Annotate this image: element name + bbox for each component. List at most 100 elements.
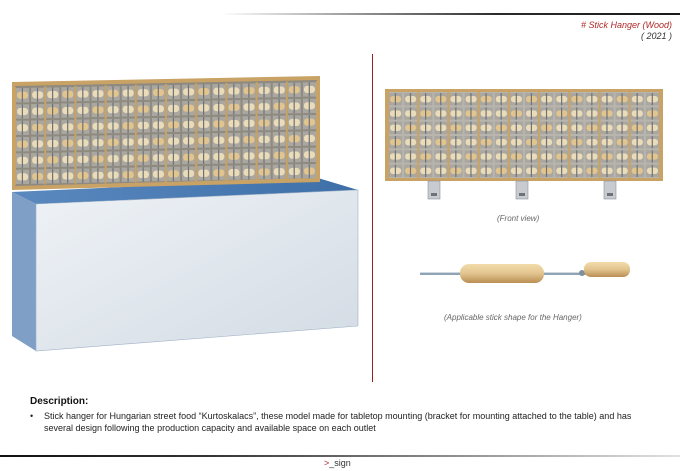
hanger-cell <box>167 85 181 100</box>
hanger-cell <box>419 164 433 177</box>
description-item: • Stick hanger for Hungarian street food… <box>30 410 660 434</box>
hanger-cell <box>464 150 478 163</box>
hanger-cell <box>182 150 196 165</box>
hanger-cell <box>419 107 433 120</box>
hanger-cell <box>136 118 150 133</box>
hanger-cell <box>46 87 60 102</box>
hanger-cell <box>46 103 60 119</box>
hanger-cell <box>106 102 120 117</box>
hanger-cell <box>212 133 226 148</box>
hanger-cell <box>16 169 30 184</box>
hanger-cell <box>182 166 196 181</box>
stick-drawing <box>420 262 630 283</box>
hanger-cell <box>404 121 418 134</box>
hanger-cell <box>167 166 181 181</box>
hanger-cell <box>287 131 301 146</box>
hanger-cell <box>287 98 301 114</box>
stick-roller <box>460 264 544 283</box>
hanger-cell <box>494 136 508 149</box>
hanger-cell <box>91 119 105 134</box>
hanger-cell <box>212 165 226 181</box>
hanger-cell <box>570 136 584 149</box>
hanger-cell <box>121 85 135 101</box>
hanger-cell <box>76 135 90 151</box>
hanger-cell <box>151 150 165 165</box>
table-side-face <box>12 192 36 351</box>
hanger-cell <box>242 83 256 98</box>
hanger-cell <box>151 134 165 149</box>
stick-shape-caption: (Applicable stick shape for the Hanger) <box>444 313 582 322</box>
bracket-3 <box>603 180 617 200</box>
hanger-cell <box>121 102 135 117</box>
hanger-cell <box>227 100 241 115</box>
hanger-cell <box>540 164 554 177</box>
hanger-cell <box>242 148 256 164</box>
hanger-cell <box>555 136 569 149</box>
hanger-cell <box>212 149 226 164</box>
hanger-cell <box>272 164 286 179</box>
hanger-cell <box>91 86 105 101</box>
table-front-face <box>35 189 359 352</box>
hanger-cell <box>570 164 584 177</box>
hanger-cell <box>121 151 135 166</box>
hanger-cell <box>525 93 539 106</box>
hanger-cell <box>585 136 599 149</box>
hanger-cell <box>182 84 196 100</box>
hanger-cell <box>272 82 286 98</box>
hanger-cell <box>434 107 448 120</box>
hanger-cell <box>525 164 539 177</box>
page-year: ( 2021 ) <box>640 31 672 41</box>
hanger-cell <box>167 101 181 116</box>
hanger-cell <box>419 136 433 149</box>
hanger-cell <box>434 150 448 163</box>
hanger-cell <box>287 115 301 130</box>
hanger-cell <box>212 84 226 99</box>
front-view-drawing <box>385 89 663 200</box>
hanger-cell <box>404 107 418 120</box>
hanger-cell <box>540 121 554 134</box>
hanger-cell <box>404 93 418 106</box>
hanger-cell <box>615 150 629 163</box>
hanger-cell <box>257 132 271 147</box>
hanger-cell <box>227 149 241 164</box>
hanger-cell <box>91 151 105 167</box>
hanger-cell <box>242 116 256 131</box>
hanger-cell <box>106 86 120 101</box>
hanger-cell <box>509 150 523 163</box>
hanger-cell <box>464 93 478 106</box>
hanger-cell <box>585 164 599 177</box>
hanger-cell <box>555 121 569 134</box>
hanger-cell <box>91 135 105 150</box>
hanger-cell <box>540 136 554 149</box>
hanger-cell <box>419 121 433 134</box>
bottom-rule <box>0 455 680 457</box>
hanger-cell <box>136 150 150 166</box>
hanger-cell <box>525 136 539 149</box>
hanger-cell <box>287 164 301 179</box>
hanger-cell <box>106 151 120 166</box>
hanger-cell <box>272 131 286 147</box>
hanger-cell <box>61 152 75 167</box>
hanger-cell <box>434 136 448 149</box>
hanger-cell <box>272 115 286 130</box>
hanger-cell <box>136 167 150 182</box>
hanger-cell <box>389 107 403 120</box>
hanger-cell <box>76 119 90 134</box>
hanger-cell <box>615 136 629 149</box>
hanger-cell <box>645 150 659 163</box>
hanger-cell <box>242 132 256 147</box>
hanger-cell <box>525 121 539 134</box>
hanger-cell <box>615 107 629 120</box>
hanger-cell <box>302 147 316 162</box>
hanger-cell <box>61 119 75 135</box>
hanger-cell <box>509 121 523 134</box>
hanger-cell <box>479 93 493 106</box>
hanger-cell <box>404 136 418 149</box>
hanger-cell <box>31 136 45 152</box>
hanger-cell <box>585 93 599 106</box>
hanger-cell <box>182 133 196 149</box>
hanger-cell <box>182 117 196 132</box>
hanger-cell <box>91 102 105 118</box>
hanger-cell <box>151 101 165 116</box>
hanger-cell <box>449 136 463 149</box>
